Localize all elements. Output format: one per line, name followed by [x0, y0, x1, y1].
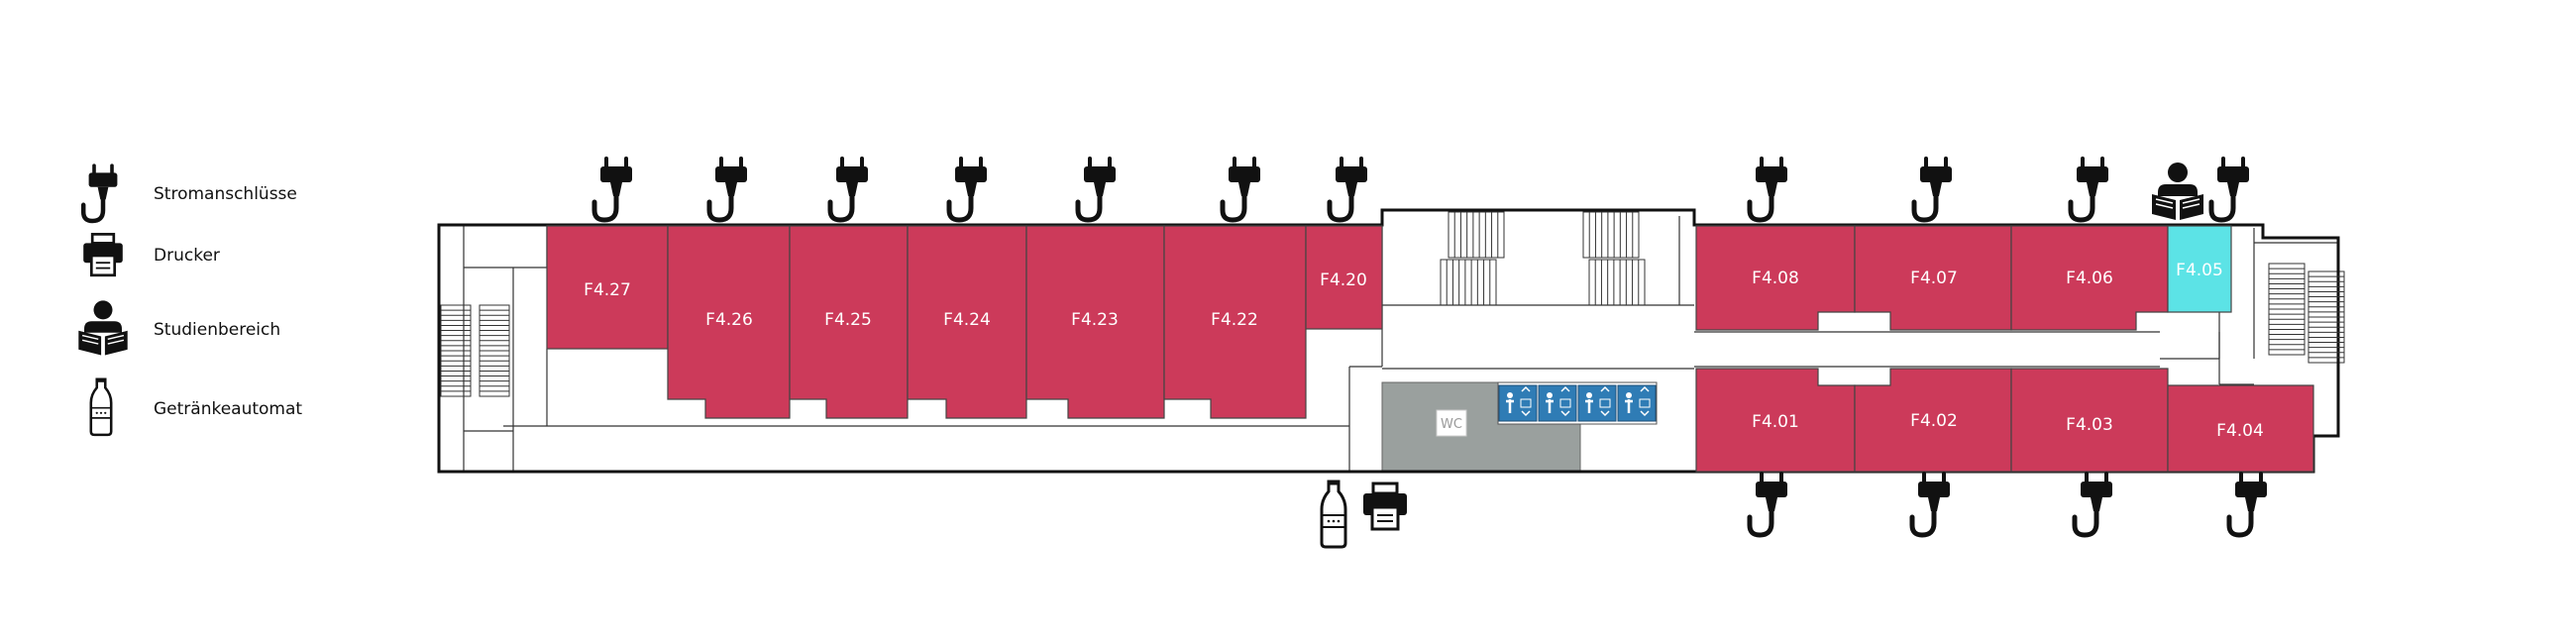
power-plug-icon [83, 165, 117, 221]
wc-sign [1436, 409, 1467, 437]
elevator-icon [1497, 383, 1539, 423]
room-f425[interactable]: F4.25 [789, 225, 909, 419]
bottle-icon [89, 377, 113, 437]
legend-power-label: Stromanschlüsse [154, 184, 297, 204]
room-label: F4.23 [1071, 310, 1119, 330]
power-plug-icon [2229, 474, 2267, 535]
elevator-icon [1616, 383, 1658, 423]
power-outlets-bottom [1750, 474, 2267, 535]
room-f420[interactable]: F4.20 [1305, 225, 1383, 330]
power-plug-icon [1330, 159, 1367, 220]
room-label: F4.03 [2066, 415, 2113, 435]
room-label: F4.07 [1910, 268, 1958, 288]
legend: Stromanschlüsse Drucker Studienbereich G… [77, 165, 302, 437]
elevator-icon [1576, 383, 1618, 423]
stair-treads [1588, 212, 1634, 258]
room-f404[interactable]: F4.04 [2167, 384, 2314, 473]
power-plug-icon [1750, 159, 1787, 220]
room-label: F4.05 [2176, 261, 2223, 280]
legend-vending-label: Getränkeautomat [154, 399, 302, 419]
power-plug-icon [2075, 474, 2112, 535]
room-f422[interactable]: F4.22 [1163, 225, 1307, 419]
power-plug-icon [1750, 474, 1787, 535]
power-plug-icon [709, 159, 747, 220]
reading-person-icon [2151, 161, 2204, 221]
power-plug-icon [830, 159, 868, 220]
stair-treads [1453, 212, 1499, 258]
power-plug-icon [2071, 159, 2108, 220]
stair-treads [2308, 275, 2344, 359]
power-plug-icon [949, 159, 987, 220]
elevator-icon [1537, 383, 1578, 423]
stair-treads [480, 309, 509, 392]
stair-treads [2269, 268, 2305, 351]
room-label: F4.22 [1211, 310, 1258, 330]
room-label: F4.27 [584, 280, 631, 300]
room-label: F4.26 [705, 310, 753, 330]
stair-treads [441, 309, 471, 392]
wc-label: WC [1441, 417, 1462, 432]
power-plug-icon [594, 159, 632, 220]
legend-printer-label: Drucker [154, 246, 220, 266]
bottle-icon [1320, 480, 1347, 549]
room-f405[interactable]: F4.05 [2167, 225, 2232, 313]
room-label: F4.24 [943, 310, 991, 330]
rooms: F4.27 F4.26 F4.25 F4.24 F4.23 F4.22 F4.2… [546, 225, 2314, 473]
legend-study-item: Studienbereich [77, 299, 280, 357]
legend-power-item: Stromanschlüsse [83, 165, 297, 221]
room-f407[interactable]: F4.07 [1854, 225, 2012, 331]
room-f401[interactable]: F4.01 [1695, 368, 1856, 473]
printer-icon [1361, 482, 1409, 531]
power-plug-icon [2211, 159, 2249, 220]
room-label: F4.01 [1752, 412, 1799, 432]
legend-printer-item: Drucker [81, 233, 220, 277]
room-f408[interactable]: F4.08 [1695, 225, 1856, 331]
stairs-central [1440, 211, 1646, 306]
amenities [1320, 480, 1409, 549]
printer-icon [81, 233, 125, 277]
room-f423[interactable]: F4.23 [1025, 225, 1165, 419]
power-plug-icon [1914, 159, 1952, 220]
room-f402[interactable]: F4.02 [1854, 368, 2012, 473]
room-label: F4.06 [2066, 268, 2113, 288]
room-f406[interactable]: F4.06 [2010, 225, 2169, 331]
reading-person-icon [77, 299, 129, 357]
room-f427[interactable]: F4.27 [546, 225, 669, 350]
power-plug-icon [1223, 159, 1260, 220]
power-plug-icon [1078, 159, 1116, 220]
stair-treads [1594, 260, 1640, 305]
legend-study-label: Studienbereich [154, 320, 280, 340]
room-f424[interactable]: F4.24 [907, 225, 1027, 419]
room-label: F4.04 [2216, 421, 2264, 441]
room-label: F4.25 [824, 310, 872, 330]
power-plug-icon [1912, 474, 1950, 535]
room-label: F4.08 [1752, 268, 1799, 288]
stair-treads [1446, 260, 1491, 305]
room-label: F4.20 [1320, 270, 1367, 290]
room-label: F4.02 [1910, 411, 1958, 431]
room-f426[interactable]: F4.26 [667, 225, 791, 419]
room-f403[interactable]: F4.03 [2010, 368, 2169, 473]
legend-vending-item: Getränkeautomat [89, 377, 302, 437]
